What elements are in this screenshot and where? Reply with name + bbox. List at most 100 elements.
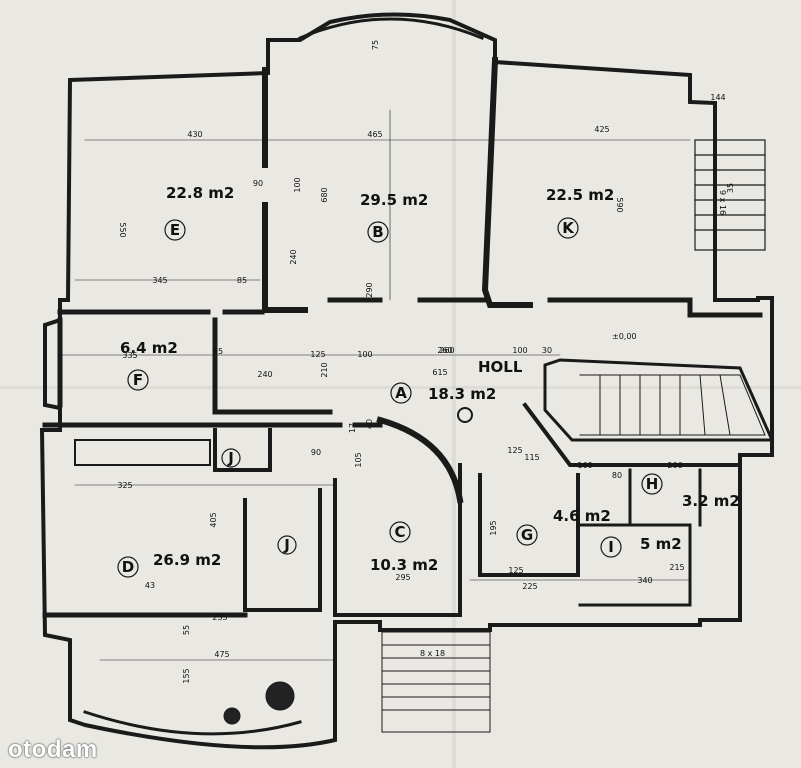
wall-e-b	[262, 67, 308, 313]
dim: 210	[320, 362, 329, 377]
entrance-stairs-label: 8 x 18	[420, 649, 445, 658]
dim: 235	[212, 613, 227, 622]
dim: 85	[237, 276, 247, 285]
dim: 40	[365, 419, 374, 429]
dim: 80	[612, 471, 622, 480]
wall-g	[478, 473, 580, 577]
area-a: 18.3 m2	[428, 385, 496, 403]
dim: 17	[348, 423, 357, 433]
wall-f	[57, 317, 333, 415]
bay-window	[298, 17, 484, 40]
room-letter-h: H	[646, 475, 659, 493]
dim: 125	[310, 350, 325, 359]
dim: 550	[118, 222, 127, 237]
room-letter-d: D	[122, 558, 134, 576]
hall-label: HOLL	[478, 358, 523, 376]
wall-stair-core	[543, 358, 775, 442]
curved-wall-c	[376, 416, 464, 504]
dim: 90	[253, 179, 263, 188]
room-letter-j-bottom: J	[283, 536, 290, 554]
dim: 115	[524, 453, 539, 462]
dim: 345	[152, 276, 167, 285]
dim: 590	[615, 197, 624, 212]
room-letter-circles	[117, 217, 663, 578]
dim: 430	[187, 130, 202, 139]
hall-pillar	[457, 407, 473, 423]
wall-h	[628, 468, 702, 527]
main-stairs-label: 9 x 16	[718, 190, 727, 215]
dim: 105	[354, 452, 363, 467]
dim: 30	[542, 346, 552, 355]
dim: 225	[522, 582, 537, 591]
room-letter-g: G	[521, 526, 533, 544]
wall-k-hall	[547, 297, 763, 318]
dimension-lines	[59, 109, 691, 661]
dim: 43	[145, 581, 155, 590]
dim: 290	[365, 282, 374, 297]
wall-c	[333, 463, 462, 617]
dim: 475	[214, 650, 229, 659]
bay-window-bottom	[83, 710, 302, 736]
dim: 260	[439, 346, 454, 355]
dim: 335	[122, 351, 137, 360]
area-e: 22.8 m2	[166, 184, 234, 202]
dim: 240	[289, 249, 298, 264]
wall-d-top	[74, 439, 211, 466]
dim: 55	[182, 625, 191, 635]
dim: 195	[489, 520, 498, 535]
dim: 206	[667, 461, 682, 470]
dim: 340	[637, 576, 652, 585]
area-k: 22.5 m2	[546, 186, 614, 204]
area-d: 26.9 m2	[153, 551, 221, 569]
dim: 90	[311, 448, 321, 457]
dim: 100	[357, 350, 372, 359]
dim: 35	[726, 183, 735, 193]
wall-b-k	[481, 56, 533, 308]
wall-i	[578, 523, 692, 607]
area-i: 5 m2	[640, 535, 682, 553]
room-letter-b: B	[372, 223, 383, 241]
wall-hall-right	[522, 402, 742, 467]
paper-fold-vertical	[452, 0, 456, 768]
dim: 295	[395, 573, 410, 582]
dim: 100	[512, 346, 527, 355]
entrance-stairs	[381, 631, 491, 733]
dim: 240	[257, 370, 272, 379]
watermark-logo: otodam	[8, 736, 98, 763]
room-letter-a: A	[395, 384, 407, 402]
room-letter-f: F	[133, 371, 143, 389]
dim: 425	[594, 125, 609, 134]
dim: 615	[432, 368, 447, 377]
dim: 215	[669, 563, 684, 572]
column-dark-small	[223, 707, 241, 725]
area-b: 29.5 m2	[360, 191, 428, 209]
dim: 155	[182, 668, 191, 683]
area-c: 10.3 m2	[370, 556, 438, 574]
room-letter-k: K	[562, 219, 575, 237]
dim: 125	[507, 446, 522, 455]
dim: 144	[710, 93, 725, 102]
room-letter-i: I	[608, 538, 614, 556]
dim: 325	[117, 481, 132, 490]
area-h: 3.2 m2	[682, 492, 740, 510]
outer-wall	[39, 12, 774, 750]
room-letter-j-top: J	[227, 449, 234, 467]
column-dark	[265, 681, 295, 711]
dim: 75	[371, 40, 380, 50]
paper-fold-horizontal	[0, 386, 801, 389]
room-letter-c: C	[394, 523, 405, 541]
wall-j	[213, 428, 322, 612]
dim: 260	[437, 346, 452, 355]
inner-stairs	[579, 374, 766, 436]
dim: 160	[577, 461, 592, 470]
room-letter-e: E	[170, 221, 180, 239]
dim: 405	[209, 512, 218, 527]
dim: 95	[213, 347, 223, 356]
dim: 125	[508, 566, 523, 575]
dim: 100	[293, 177, 302, 192]
dim: 680	[320, 187, 329, 202]
area-g: 4.6 m2	[553, 507, 611, 525]
main-stairs	[694, 139, 766, 251]
level-mark: ±0,00	[612, 332, 637, 341]
